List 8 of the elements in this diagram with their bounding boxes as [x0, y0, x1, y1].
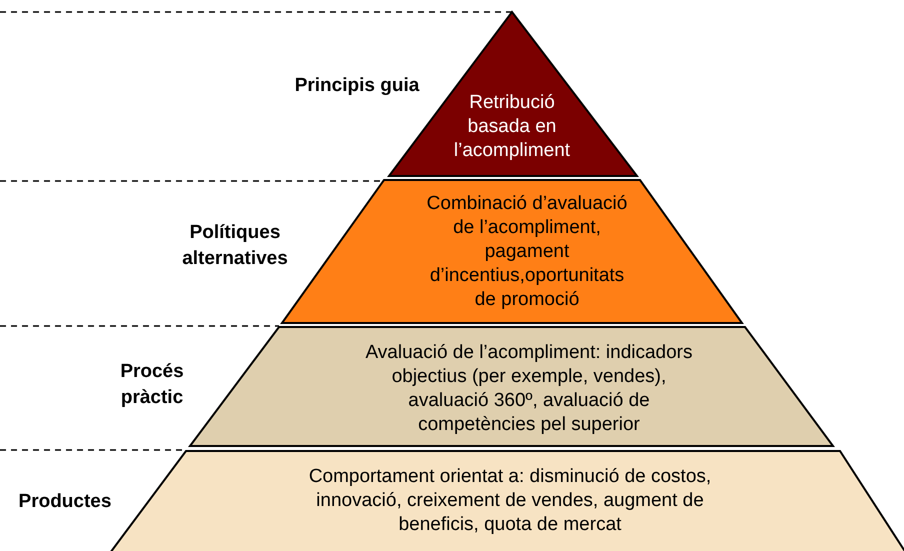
tier-text: Comportament orientat a: disminució de costos, innovació, creixement de vendes, augment de beneficis, quota de mercat — [308, 465, 712, 537]
tier-text: Avaluació de l’acompliment: indicadors objectius (per exemple, vendes), avaluació 360º, avaluació de competències pel superior — [364, 341, 694, 437]
level-label: Polítiques alternatives — [181, 221, 289, 271]
tier-text: Retribució basada en l’acompliment — [452, 91, 572, 163]
tier-text: Combinació d’avaluació de l’acompliment, pagament d’incentius,oportunitats de promoció — [426, 192, 628, 312]
level-label: Procés pràctic — [119, 360, 185, 410]
level-label: Productes — [18, 490, 112, 514]
level-label: Principis guia — [294, 74, 420, 98]
